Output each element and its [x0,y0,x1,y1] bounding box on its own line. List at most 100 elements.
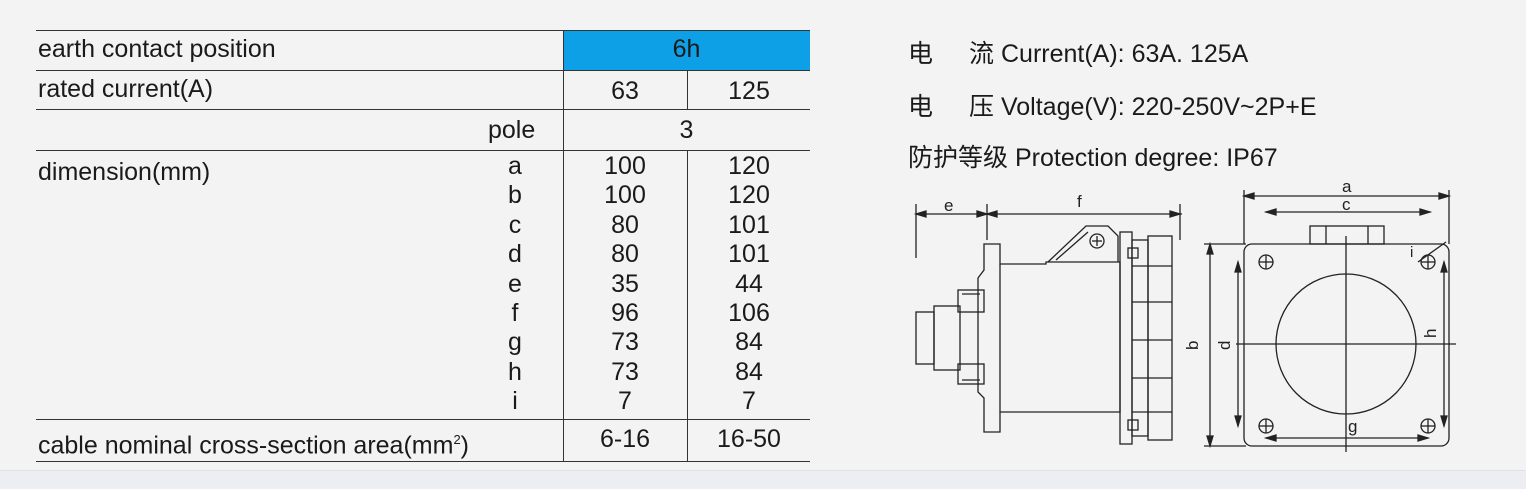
dim-letter: f [511,298,519,327]
dim-letter: h [508,357,522,386]
cable-area-text: cable nominal cross-section area(mm [38,431,454,460]
rated-current-125: 125 [728,77,770,105]
table-rule [36,461,810,462]
spec-table: earth contact position 6h rated current(… [36,30,810,462]
lid-hinge [1047,225,1119,263]
label-a: a [1342,177,1352,196]
dim-value: 100 [604,181,646,210]
arrow-head [1438,192,1452,200]
hinge-block [1309,225,1385,245]
arrow-head [1263,434,1277,442]
arrow-head [1419,208,1433,216]
arrow-head [1440,259,1448,273]
dim-value: 80 [611,240,639,269]
latch [1127,247,1139,259]
plug-collar [957,363,985,385]
dim-value: 35 [611,269,639,298]
dim-value: 96 [611,298,639,327]
label-d: d [1215,341,1234,350]
front-view: a c b d [1183,177,1456,452]
socket-face [1275,273,1417,415]
current-en: Current(A): 63A. 125A [1000,40,1249,68]
label-h: h [1421,329,1440,338]
earth-contact-label: earth contact position [38,35,276,63]
current-cn-2: 流 [969,40,995,68]
arrow-head [1263,208,1277,216]
label-g: g [1348,417,1357,436]
table-rule [36,30,810,31]
dim-value: 120 [728,152,770,180]
dim-value: 73 [611,328,639,357]
cable-area-125: 16-50 [717,425,781,453]
table-rule [36,419,810,420]
dim-letter: d [508,240,522,269]
dimension-line-i [1417,241,1447,263]
cable-area-close: ) [460,431,469,460]
protection-spec: 防护等级 Protection degree: IP67 [908,138,1278,174]
arrow-head [984,210,998,218]
side-view: e f [913,192,1183,445]
table-rule [36,150,810,151]
arrow-head [1417,434,1431,442]
bottom-band [0,470,1526,489]
voltage-en: Voltage(V): 220-250V~2P+E [1000,93,1317,121]
table-rule [36,109,810,110]
plug-collar [957,289,985,313]
arrow-head [913,210,927,218]
plug-shank [933,305,961,371]
cable-area-63: 6-16 [599,425,651,453]
label-b: b [1183,341,1202,350]
pole-label: pole [488,116,536,144]
cable-area-sup: 2 [453,432,461,447]
table-divider [687,70,688,110]
table-divider [687,150,688,462]
label-f: f [1077,192,1082,211]
dim-value: 84 [735,357,763,386]
lid-hinge-inner [1055,231,1089,261]
label-i: i [1410,244,1413,261]
protection-cn: 防护等级 [908,144,1009,172]
front-cover [1147,235,1173,441]
rated-current-label: rated current(A) [38,75,214,103]
label-c: c [1342,195,1351,214]
dim-value: 120 [728,181,770,210]
socket-body [977,243,1121,433]
dimension-label: dimension(mm) [38,158,211,186]
dimension-col-63: 100 100 80 80 35 96 73 73 7 [563,152,687,417]
dim-value: 73 [611,357,639,386]
earth-position-highlight [563,31,810,70]
voltage-spec: 电压 Voltage(V): 220-250V~2P+E [908,87,1317,123]
dim-value: 44 [735,269,763,298]
pole-value: 3 [679,116,694,144]
plug-tip [915,311,935,365]
dim-value: 101 [728,210,770,239]
dim-value: 80 [611,210,639,239]
arrow-head [1206,241,1214,255]
dim-value: 100 [604,152,646,180]
arrow-head [1206,435,1214,449]
arrow-head [1234,259,1242,273]
arrow-head [1169,210,1183,218]
dim-letter: c [508,210,522,239]
arrow-head [1234,415,1242,429]
voltage-cn-1: 电 [908,93,934,121]
flange-plate [1131,239,1149,437]
dim-value: 7 [742,387,756,416]
arrow-head [1241,192,1255,200]
dim-letter: g [508,328,522,357]
current-cn-1: 电 [908,40,934,68]
latch [1127,419,1139,431]
earth-contact-value: 6h [672,35,701,63]
dim-value: 7 [618,387,632,416]
dim-letter: i [512,387,518,416]
cable-area-label: cable nominal cross-section area(mm2) [38,425,469,460]
mounting-flange [1119,231,1133,445]
protection-en: Protection degree: IP67 [1014,144,1278,172]
dim-value: 106 [728,298,770,327]
label-e: e [944,196,953,215]
dimension-letters: a b c d e f g h i [500,152,530,417]
arrow-head [976,210,990,218]
dim-letter: a [508,152,522,180]
current-spec: 电 流 Current(A): 63A. 125A [908,34,1248,70]
